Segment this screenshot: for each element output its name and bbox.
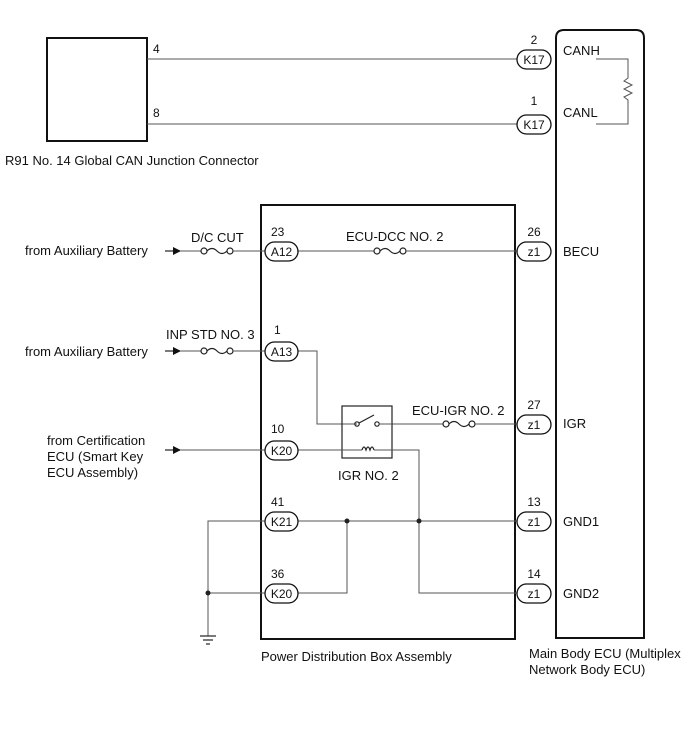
pdb-label: Power Distribution Box Assembly bbox=[261, 649, 452, 664]
connector-code: A13 bbox=[271, 345, 293, 359]
junction-connector-label: R91 No. 14 Global CAN Junction Connector bbox=[5, 153, 259, 168]
ecu-connector-gnd1: z1 13 GND1 bbox=[516, 495, 599, 532]
inp-std-fuse-terminal-left bbox=[200, 347, 208, 355]
ecu-igr-fuse bbox=[448, 420, 470, 428]
pin-number: 23 bbox=[271, 225, 285, 239]
signal-label: IGR bbox=[563, 416, 586, 431]
dc-cut-fuse-terminal-left bbox=[200, 247, 208, 255]
igr-relay-label: IGR NO. 2 bbox=[338, 468, 399, 483]
pdb-connector-k21: K21 41 bbox=[264, 495, 299, 532]
main-body-ecu-label-1: Main Body ECU (Multiplex bbox=[529, 646, 681, 661]
relay-coil bbox=[361, 446, 375, 452]
main-body-ecu-label-2: Network Body ECU) bbox=[529, 662, 645, 677]
pin-number: 2 bbox=[531, 33, 538, 47]
connector-code: A12 bbox=[271, 245, 293, 259]
ecu-igr-fuse-label: ECU-IGR NO. 2 bbox=[412, 403, 504, 418]
k21-ground-wire bbox=[207, 520, 265, 636]
inp-std-fuse bbox=[206, 347, 228, 355]
pin-number: 1 bbox=[274, 323, 281, 337]
ecu-connector-igr: z1 27 IGR bbox=[516, 398, 586, 435]
pdb-connector-k20-relay: K20 10 bbox=[264, 422, 299, 461]
connector-code: z1 bbox=[528, 245, 541, 259]
pin-number: 36 bbox=[271, 567, 285, 581]
splice-point-1 bbox=[344, 518, 350, 524]
internal-ground-link bbox=[298, 521, 348, 594]
pin-number: 10 bbox=[271, 422, 285, 436]
dc-cut-fuse-terminal-right bbox=[226, 247, 234, 255]
connector-code: z1 bbox=[528, 515, 541, 529]
dc-cut-fuse bbox=[206, 247, 228, 255]
dc-cut-fuse-label: D/C CUT bbox=[191, 230, 244, 245]
signal-label: CANH bbox=[563, 43, 600, 58]
ecu-igr-fuse-terminal-right bbox=[468, 420, 476, 428]
ecu-connector-gnd2: z1 14 GND2 bbox=[516, 567, 599, 604]
connector-code: z1 bbox=[528, 418, 541, 432]
junction-pin-8: 8 bbox=[153, 106, 160, 120]
certification-ecu-label-2: ECU (Smart Key bbox=[47, 449, 144, 464]
splice-point-3 bbox=[205, 590, 211, 596]
splice-point-2 bbox=[416, 518, 422, 524]
pdb-connector-a13: A13 1 bbox=[264, 323, 299, 362]
junction-connector-box bbox=[46, 37, 148, 142]
junction-pin-4: 4 bbox=[153, 42, 160, 56]
inp-std-fuse-terminal-right bbox=[226, 347, 234, 355]
ecu-igr-fuse-terminal-left bbox=[442, 420, 450, 428]
igr-relay-box bbox=[341, 405, 393, 459]
inp-std-fuse-label: INP STD NO. 3 bbox=[166, 327, 255, 342]
connector-code: K20 bbox=[271, 444, 293, 458]
pin-number: 27 bbox=[527, 398, 541, 412]
pdb-connector-a12: A12 23 bbox=[264, 225, 299, 262]
ecu-connector-becu: z1 26 BECU bbox=[516, 225, 599, 262]
ecu-dcc-fuse bbox=[379, 247, 401, 255]
pin-number: 41 bbox=[271, 495, 285, 509]
pin-number: 13 bbox=[527, 495, 541, 509]
ecu-connector-canl: K17 1 CANL bbox=[516, 94, 598, 135]
connector-code: K21 bbox=[271, 515, 293, 529]
main-body-ecu-box bbox=[555, 29, 645, 639]
connector-code: K17 bbox=[523, 53, 545, 67]
aux-battery-label-1: from Auxiliary Battery bbox=[25, 243, 148, 258]
a13-to-relay-wire bbox=[298, 350, 357, 425]
pin-number: 26 bbox=[527, 225, 541, 239]
ecu-dcc-fuse-terminal-right bbox=[399, 247, 407, 255]
ecu-connector-canh: K17 2 CANH bbox=[516, 33, 600, 70]
ecu-dcc-fuse-terminal-left bbox=[373, 247, 381, 255]
aux-battery-label-2: from Auxiliary Battery bbox=[25, 344, 148, 359]
connector-code: K20 bbox=[271, 587, 293, 601]
certification-ecu-label-1: from Certification bbox=[47, 433, 145, 448]
signal-label: BECU bbox=[563, 244, 599, 259]
relay-contact-left bbox=[354, 421, 360, 427]
ecu-dcc-fuse-label: ECU-DCC NO. 2 bbox=[346, 229, 444, 244]
power-distribution-box bbox=[260, 204, 516, 640]
signal-label: GND2 bbox=[563, 586, 599, 601]
signal-label: GND1 bbox=[563, 514, 599, 529]
ground-icon bbox=[200, 635, 216, 645]
signal-label: CANL bbox=[563, 105, 598, 120]
relay-contact-right bbox=[374, 421, 380, 427]
pin-number: 1 bbox=[531, 94, 538, 108]
pdb-connector-k20-ground: K20 36 bbox=[264, 567, 299, 604]
connector-code: K17 bbox=[523, 118, 545, 132]
pin-number: 14 bbox=[527, 567, 541, 581]
relay-switch-arm bbox=[358, 414, 375, 424]
certification-ecu-label-3: ECU Assembly) bbox=[47, 465, 138, 480]
connector-code: z1 bbox=[528, 587, 541, 601]
termination-resistor bbox=[596, 58, 634, 125]
